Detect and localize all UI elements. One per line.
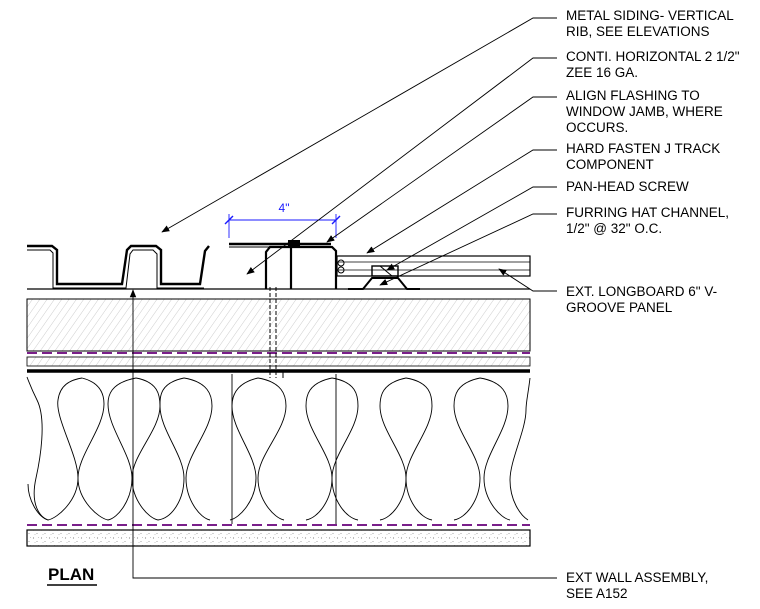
callout-j-track-line1: HARD FASTEN J TRACK <box>566 141 720 156</box>
pan-head-screw <box>371 265 399 277</box>
callout-zee-girt-line2: ZEE 16 GA. <box>566 65 638 80</box>
leader-longboard <box>498 268 557 292</box>
callout-j-track-line2: COMPONENT <box>566 157 654 172</box>
batt-insulation <box>26 376 531 521</box>
wall-assembly <box>26 240 531 547</box>
view-title: PLAN <box>47 565 97 586</box>
callout-metal-siding-line1: METAL SIDING- VERTICAL <box>566 8 734 23</box>
callout-metal-siding-line2: RIB, SEE ELEVATIONS <box>566 24 710 39</box>
leader-j-track <box>366 149 557 254</box>
callout-wall-assembly-line1: EXT WALL ASSEMBLY, <box>566 570 708 585</box>
j-track-component <box>291 245 338 289</box>
leader-lines <box>129 17 557 579</box>
zee-girt <box>264 245 293 289</box>
leader-flashing <box>326 96 557 243</box>
fastener-1 <box>337 259 345 267</box>
leader-zee-girt <box>246 57 557 275</box>
callout-hat-channel-line2: 1/2" @ 32" O.C. <box>566 221 662 236</box>
callout-flashing-line3: OCCURS. <box>566 120 628 135</box>
pan-head-screw-shank <box>379 265 393 277</box>
view-title-text: PLAN <box>48 565 94 584</box>
callout-pan-head-screw-line1: PAN-HEAD SCREW <box>566 179 689 194</box>
callout-zee-girt-line1: CONTI. HORIZONTAL 2 1/2" <box>566 49 740 64</box>
rigid-insulation <box>26 298 531 352</box>
leader-hat-channel <box>379 213 557 286</box>
callout-wall-assembly-line2: SEE A152 <box>566 586 628 601</box>
fastener-2 <box>337 266 345 274</box>
leader-pan-head-screw <box>386 186 557 271</box>
callout-hat-channel-line1: FURRING HAT CHANNEL, <box>566 205 729 220</box>
sheathing-board <box>26 356 531 367</box>
pan-head-screw-top <box>288 240 300 246</box>
longboard-panel <box>336 255 531 277</box>
callout-notes: METAL SIDING- VERTICAL RIB, SEE ELEVATIO… <box>566 8 740 601</box>
callout-longboard-line2: GROOVE PANEL <box>566 300 673 315</box>
callout-flashing-line1: ALIGN FLASHING TO <box>566 88 700 103</box>
dimension-4in: 4" <box>224 201 341 238</box>
metal-siding-inner <box>27 249 204 289</box>
metal-siding-profile <box>27 244 210 286</box>
callout-flashing-line2: WINDOW JAMB, WHERE <box>566 104 723 119</box>
leader-metal-siding <box>161 17 557 233</box>
callout-longboard-line1: EXT. LONGBOARD 6" V- <box>566 284 717 299</box>
leader-wall-assembly <box>129 289 557 579</box>
gypsum-board <box>26 529 531 547</box>
dimension-label: 4" <box>279 201 290 215</box>
